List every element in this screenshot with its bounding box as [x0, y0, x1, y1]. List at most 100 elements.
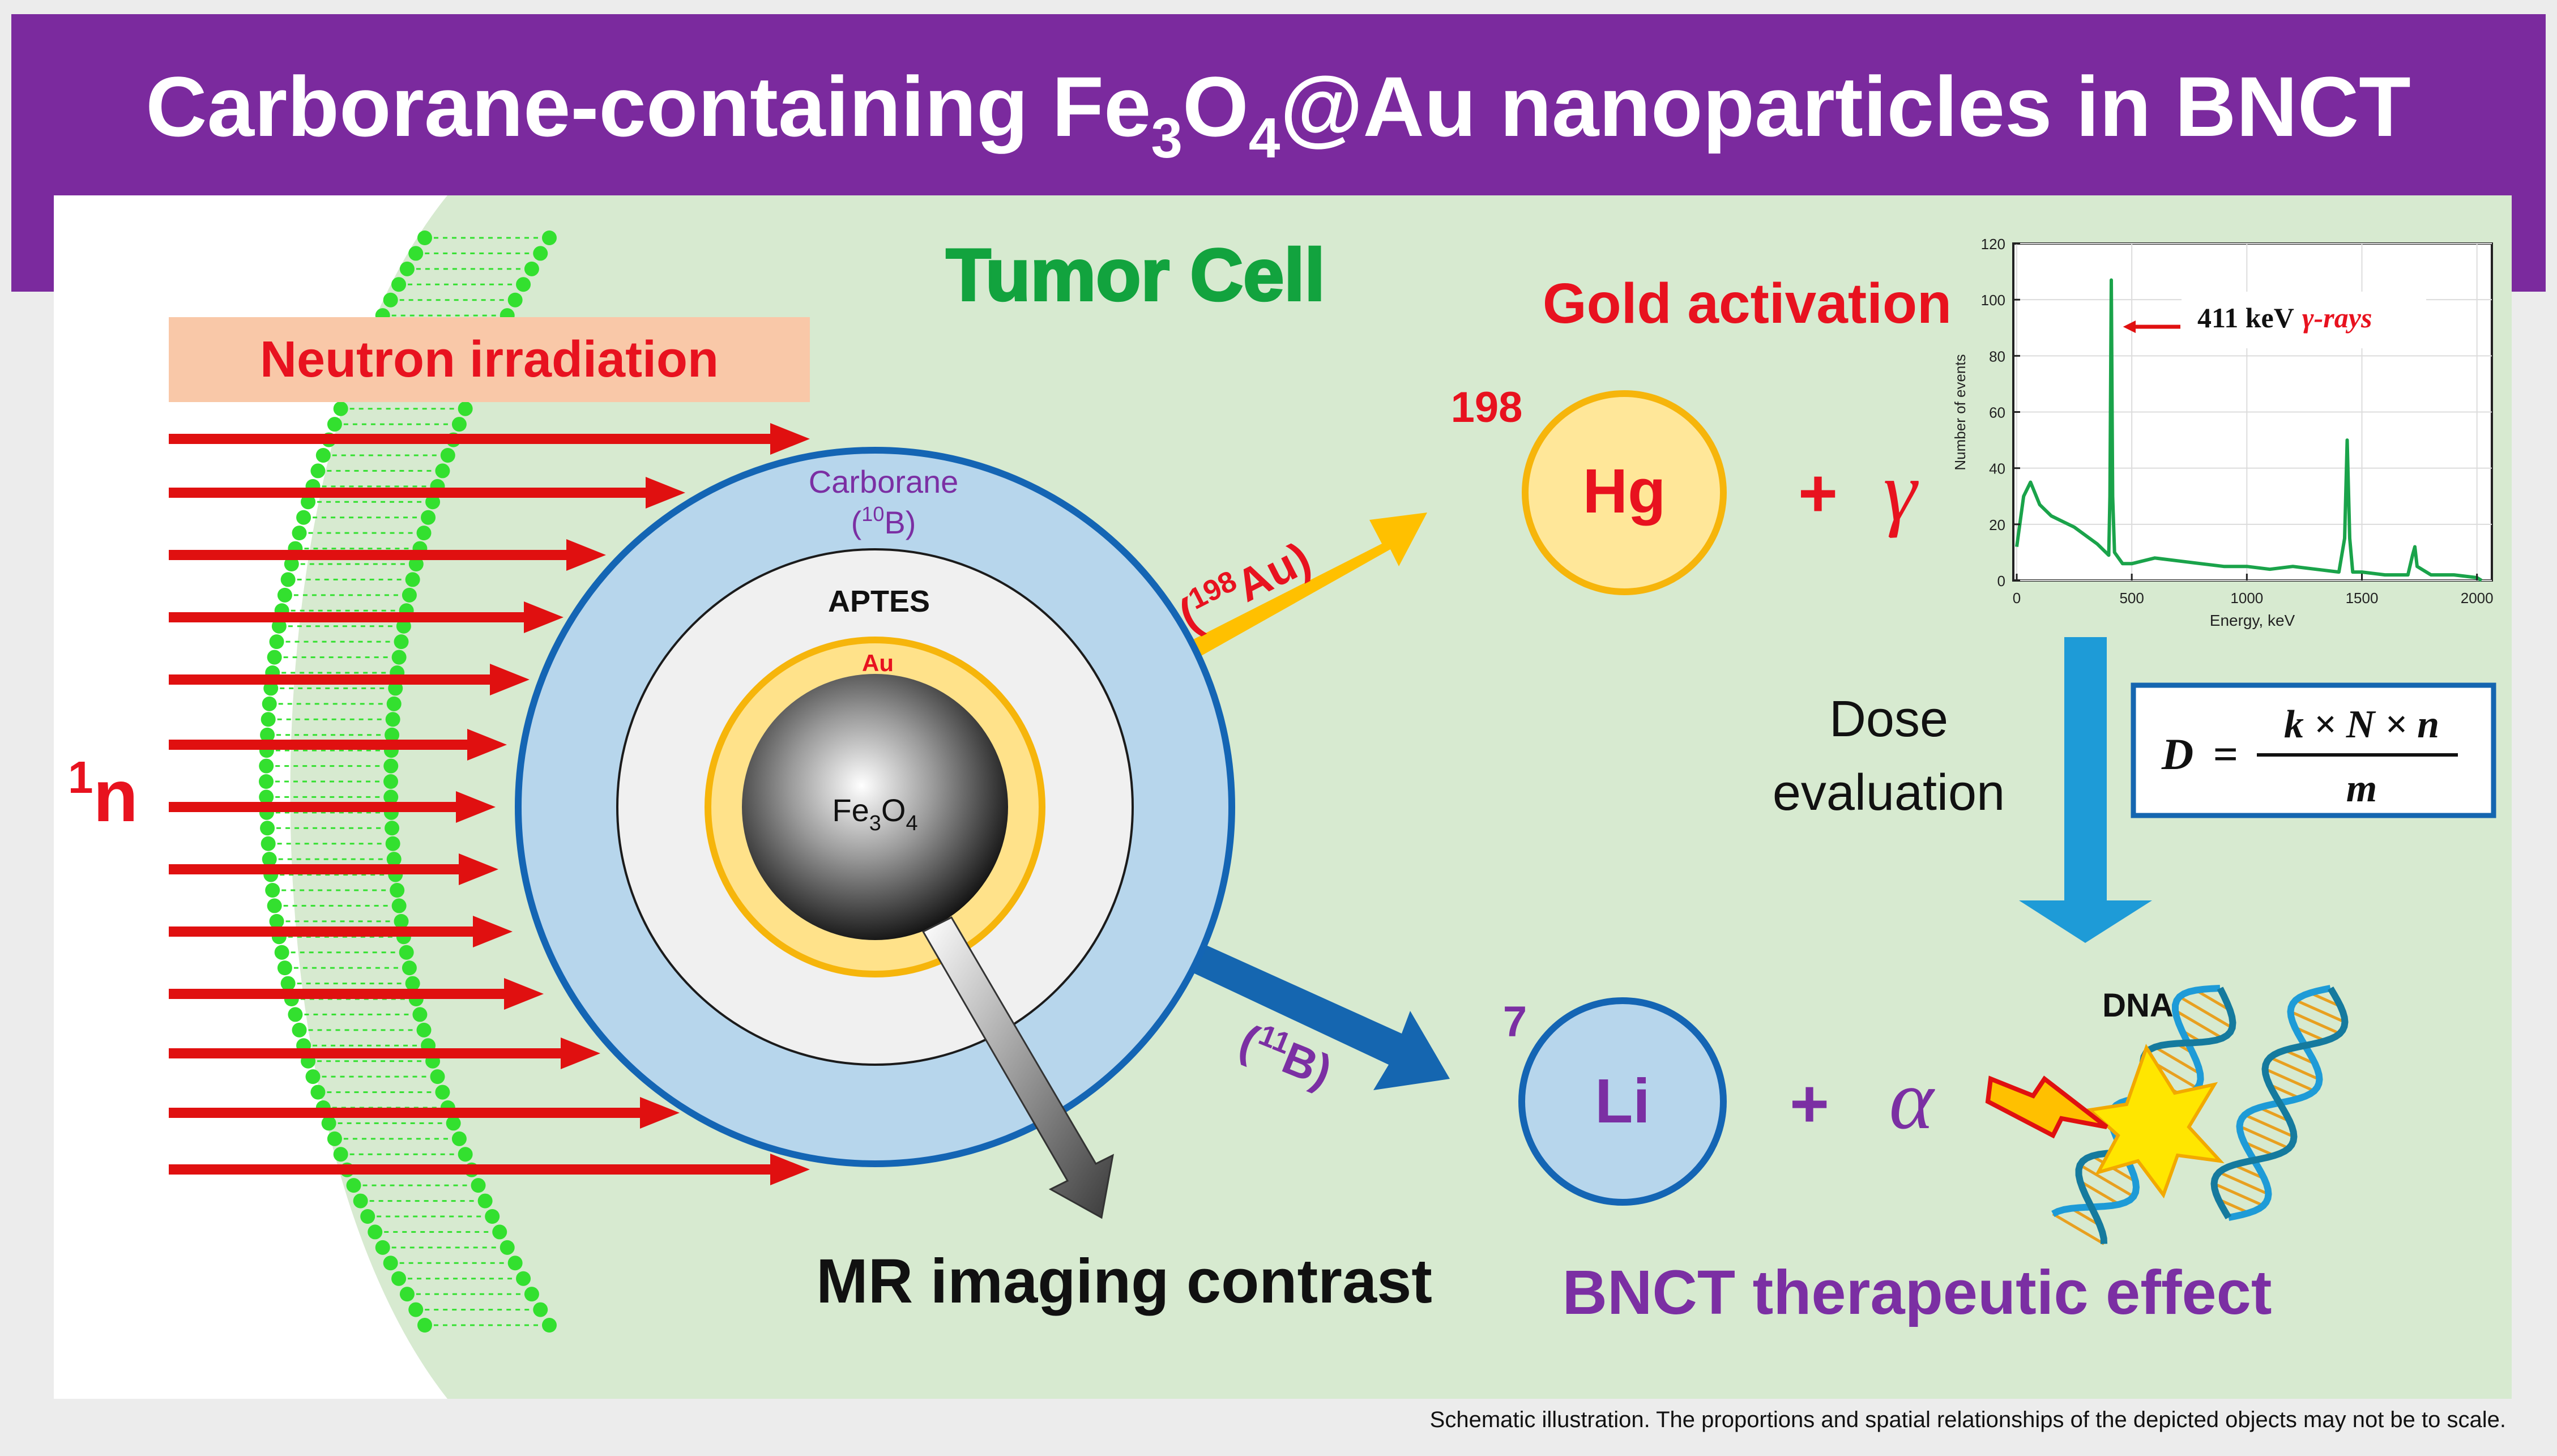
carborane-isotope-label: (10B): [851, 502, 916, 540]
membrane-head: [391, 277, 407, 292]
membrane-head: [269, 634, 284, 650]
membrane-head: [408, 557, 424, 571]
li-mass-number: 7: [1503, 998, 1527, 1046]
neutron-arrow-head: [459, 853, 498, 885]
hg-nucleus: [1522, 390, 1727, 595]
neutron-arrow-head: [524, 601, 564, 633]
spectrum-y-tick-label: 80: [1989, 348, 2005, 365]
membrane-head: [277, 960, 292, 976]
membrane-head: [353, 1193, 368, 1209]
spectrum-x-tick-label: 1000: [2230, 590, 2263, 607]
membrane-head: [399, 945, 414, 960]
dna-base-pair: [2259, 1106, 2290, 1122]
membrane-head: [386, 852, 402, 867]
dose-formula-box: [2131, 682, 2496, 818]
membrane-head: [417, 230, 432, 245]
mr-imaging-label: MR imaging contrast: [816, 1246, 1432, 1316]
membrane-head: [360, 1209, 375, 1224]
dna-base-pair: [2239, 1125, 2290, 1150]
spectrum-y-tick-label: 100: [1981, 292, 2005, 309]
membrane-head: [383, 292, 398, 308]
neutron-symbol: 1n: [68, 752, 138, 837]
membrane-head: [315, 448, 331, 463]
membrane-head: [533, 1302, 548, 1317]
membrane-head: [305, 1069, 321, 1084]
membrane-head: [267, 898, 282, 913]
dose-label-line2: evaluation: [1773, 765, 2005, 821]
membrane-head: [267, 650, 282, 665]
spectrum-y-tick-label: 60: [1989, 404, 2005, 421]
neutron-arrow-shaft: [169, 488, 651, 498]
dna-base-pair: [2079, 1180, 2120, 1206]
membrane-head: [284, 557, 299, 571]
membrane-head: [280, 976, 296, 991]
neutron-arrow-shaft: [169, 740, 473, 750]
membrane-head: [412, 1007, 428, 1022]
dna-base-pair: [2284, 1049, 2316, 1065]
spectrum-y-tick-label: 120: [1981, 236, 2005, 253]
membrane-head: [327, 1131, 342, 1146]
spectrum-y-tick-label: 40: [1989, 460, 2005, 477]
neutron-arrows: [169, 423, 810, 1185]
formula-denominator: m: [2346, 767, 2377, 810]
membrane-head: [327, 417, 342, 432]
neutron-arrow-shaft: [169, 1108, 646, 1118]
membrane-head: [301, 494, 316, 510]
membrane-head: [446, 1116, 461, 1131]
spectrum-y-tick-label: 0: [1997, 573, 2005, 590]
membrane-head: [394, 634, 409, 650]
membrane-head: [385, 712, 400, 727]
membrane-head: [421, 510, 436, 525]
membrane-head: [262, 852, 277, 867]
membrane-head: [383, 774, 398, 789]
membrane-head: [542, 1318, 557, 1333]
dna-base-pair: [2294, 1026, 2326, 1043]
fe3o4-core: [742, 674, 1008, 940]
neutron-arrow-head: [566, 539, 606, 571]
membrane-head: [274, 945, 289, 960]
footnote: Schematic illustration. The proportions …: [1430, 1407, 2506, 1432]
dna-base-pair: [2295, 998, 2346, 1024]
membrane-head: [292, 526, 307, 541]
neutron-arrow-head: [473, 916, 513, 947]
membrane-head: [391, 1271, 407, 1286]
neutron-arrow-head: [504, 978, 544, 1010]
neutron-arrow-shaft: [169, 989, 510, 999]
b11-arrow: [1184, 940, 1450, 1090]
membrane-head: [425, 494, 441, 510]
membrane-head: [394, 913, 409, 929]
membrane-head: [533, 246, 548, 261]
neutron-arrow-shaft: [169, 612, 530, 622]
neutron-arrow-head: [490, 664, 530, 695]
dna-base-pair: [2244, 1113, 2295, 1138]
membrane-head: [368, 1224, 383, 1240]
neutron-arrow-head: [640, 1097, 680, 1129]
membrane-head: [346, 1178, 361, 1193]
membrane-head: [458, 1147, 473, 1162]
neutron-arrow-head: [770, 423, 810, 455]
mr-contrast-arrow: [921, 916, 1115, 1219]
membrane-head: [507, 1256, 523, 1271]
membrane-head: [524, 261, 539, 276]
dna-base-pair: [2052, 1212, 2105, 1245]
dna-base-pair: [2218, 1198, 2249, 1214]
membrane-head: [391, 650, 407, 665]
dna-base-pair: [2079, 1164, 2135, 1198]
li-symbol: Li: [1595, 1066, 1650, 1136]
membrane-head: [277, 587, 292, 603]
neutron-arrow-head: [456, 791, 496, 823]
alpha-symbol: α: [1889, 1053, 1936, 1147]
membrane-head: [259, 789, 274, 805]
dna-base-pair: [2233, 1163, 2265, 1180]
membrane-head: [416, 1022, 432, 1037]
membrane-head: [477, 1193, 493, 1209]
membrane-head: [458, 401, 473, 416]
membrane-head: [402, 960, 417, 976]
dna-base-pair: [2290, 1010, 2341, 1035]
neutron-arrow-shaft: [169, 926, 479, 937]
membrane-head: [383, 789, 399, 805]
